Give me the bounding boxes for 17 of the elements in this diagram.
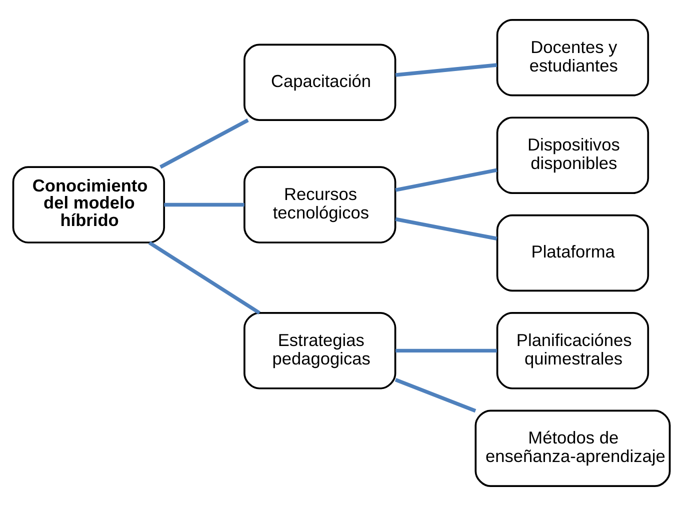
connector <box>164 202 244 207</box>
connector <box>395 217 498 240</box>
connector <box>394 378 476 413</box>
node-box: Docentes y estudiantes <box>496 19 650 96</box>
connector <box>395 63 498 77</box>
node-box: Estrategias pedagogicas <box>244 312 396 390</box>
node-box: Planificaciónes quimestrales <box>496 312 650 390</box>
node-box: Dispositivos disponibles <box>496 116 650 194</box>
connector <box>395 168 498 192</box>
connector <box>148 241 260 314</box>
connector <box>160 118 249 169</box>
node-box: Capacitación <box>244 44 396 122</box>
node-box: Plataforma <box>496 214 650 292</box>
node-box: Recursos tecnológicos <box>244 166 396 244</box>
connector <box>396 348 497 353</box>
node-box: Conocimiento del modelo híbrido <box>12 166 165 244</box>
node-box: Métodos de enseñanza-aprendizaje <box>474 410 671 487</box>
